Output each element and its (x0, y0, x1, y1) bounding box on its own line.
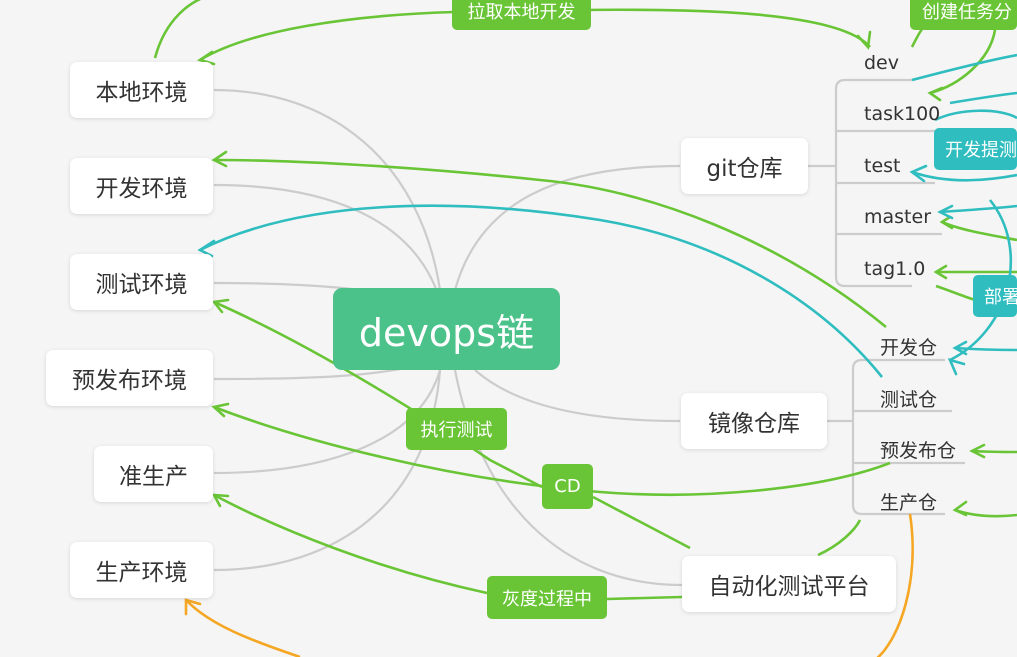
env-prerelease-label: 预发布环境 (72, 368, 187, 394)
branch-test[interactable]: test (864, 155, 901, 177)
env-dev-label: 开发环境 (95, 176, 188, 202)
image-repo-test[interactable]: 测试仓 (880, 389, 938, 411)
env-dev-node[interactable]: 开发环境 (70, 158, 213, 214)
tag-cd[interactable]: CD (542, 464, 593, 509)
image-repo-label: 镜像仓库 (708, 411, 800, 437)
image-repo-prod[interactable]: 生产仓 (880, 492, 938, 514)
env-prod-label: 生产环境 (95, 560, 188, 586)
tag-create-task[interactable]: 创建任务分 (910, 0, 1017, 30)
env-local-label: 本地环境 (95, 80, 188, 106)
branch-master[interactable]: master (864, 206, 932, 228)
image-repo-dev[interactable]: 开发仓 (880, 337, 938, 359)
env-prerelease-node[interactable]: 预发布环境 (46, 350, 213, 406)
git-repo-node[interactable]: git仓库 (681, 138, 808, 194)
tag-dev-submit[interactable]: 开发提测 (934, 128, 1017, 170)
git-repo-label: git仓库 (706, 156, 783, 182)
root-label: devops链 (358, 310, 535, 355)
branch-task100[interactable]: task100 (864, 103, 941, 125)
env-staging-node[interactable]: 准生产 (94, 446, 213, 502)
image-repo-prerelease[interactable]: 预发布仓 (880, 440, 957, 462)
branch-tag[interactable]: tag1.0 (864, 258, 926, 280)
tag-gray-release[interactable]: 灰度过程中 (487, 576, 607, 619)
autotest-platform-node[interactable]: 自动化测试平台 (682, 556, 896, 612)
root-node[interactable]: devops链 (333, 288, 560, 370)
env-test-node[interactable]: 测试环境 (70, 254, 213, 310)
tag-deploy[interactable]: 部署 (973, 275, 1017, 317)
image-repo-node[interactable]: 镜像仓库 (681, 393, 827, 449)
arrow-heads (184, 30, 986, 616)
env-test-label: 测试环境 (95, 272, 188, 298)
tree-connectors (213, 78, 965, 587)
autotest-platform-label: 自动化测试平台 (708, 574, 870, 600)
branch-dev[interactable]: dev (864, 52, 899, 74)
env-local-node[interactable]: 本地环境 (70, 62, 213, 118)
tag-run-test[interactable]: 执行测试 (406, 408, 507, 450)
flow-arrows (153, 0, 1017, 657)
env-staging-label: 准生产 (119, 464, 188, 490)
tag-pull-local[interactable]: 拉取本地开发 (452, 0, 591, 30)
env-prod-node[interactable]: 生产环境 (70, 542, 213, 598)
